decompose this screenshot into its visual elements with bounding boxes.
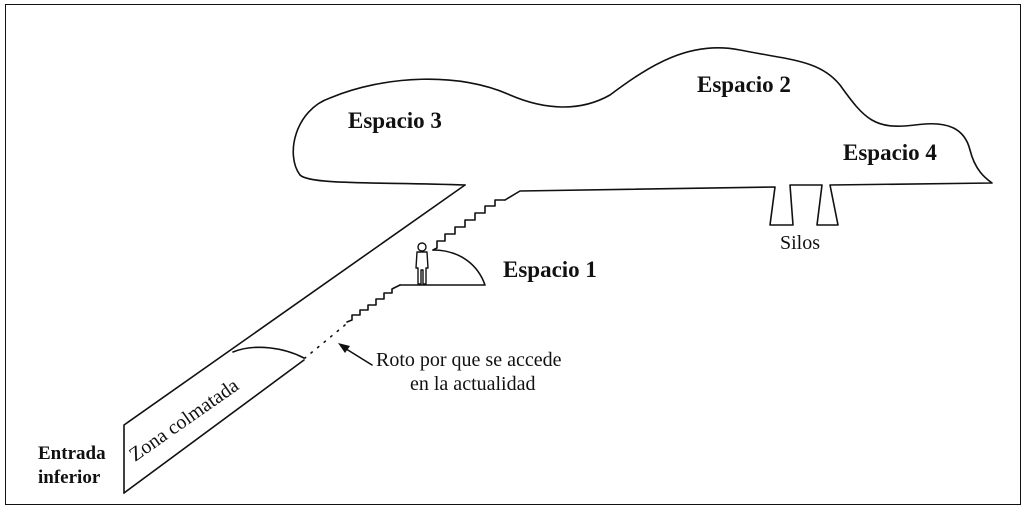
label-espacio4: Espacio 4 [843,140,937,165]
upper-cave-outline [292,46,993,226]
label-roto-line2: en la actualidad [410,373,536,395]
label-entrada-line1: Entrada [38,443,106,464]
broken-section-dots [304,324,346,359]
upper-stairs [432,199,506,251]
label-espacio3: Espacio 3 [348,108,442,133]
roto-arrow-line [342,346,373,366]
tunnel-upper-wall [123,184,466,494]
lower-stairs [346,284,401,323]
label-entrada-line2: inferior [38,467,101,488]
label-espacio2: Espacio 2 [697,72,791,97]
label-espacio1: Espacio 1 [503,257,597,282]
diagram-frame [5,4,1021,505]
label-roto-line1: Roto por que se accede [376,349,562,371]
person-figure [415,242,429,285]
tunnel-lower-wall [123,359,305,494]
zona-colmatada-line [232,346,305,359]
label-zona-colmatada: Zona colmatada [125,374,243,466]
espacio1-chamber [399,249,486,286]
roto-arrow-head [338,343,350,353]
label-silos: Silos [780,232,820,254]
